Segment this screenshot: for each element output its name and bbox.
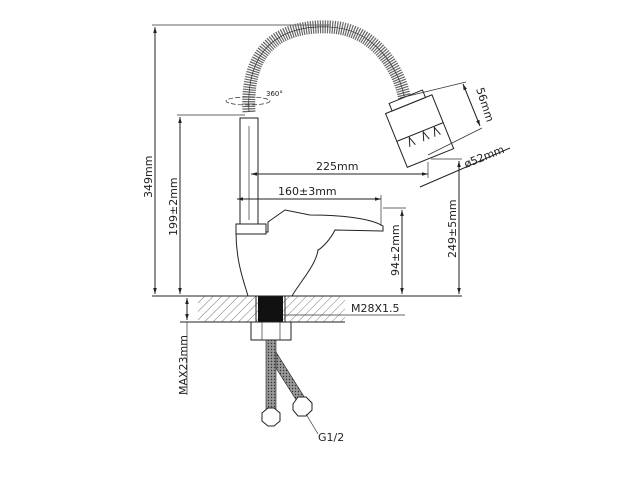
label-hose-connector: G1/2 <box>318 431 344 444</box>
label-lever-length: 160±3mm <box>278 185 337 198</box>
threaded-rod <box>258 296 283 322</box>
mounting-nut <box>250 321 292 341</box>
dimension-head-height: 249±5mm <box>431 158 462 294</box>
spout-base <box>235 223 267 235</box>
label-head-diameter: ø52mm <box>462 143 506 171</box>
spray-head <box>384 89 455 168</box>
label-spout-reach: 225mm <box>316 160 358 173</box>
flexible-hose <box>242 20 412 113</box>
dimension-countertop-max: MAX23mm <box>177 298 190 395</box>
supply-hose-left <box>265 339 277 411</box>
supply-hose-right <box>275 350 306 404</box>
label-lever-height: 94±2mm <box>389 224 402 276</box>
dimension-lever-height: 94±2mm <box>383 207 406 294</box>
label-rotation: 360° <box>266 90 283 98</box>
label-countertop-max: MAX23mm <box>177 335 190 395</box>
label-total-height: 349mm <box>142 156 155 198</box>
dimension-spout-reach: 225mm <box>251 160 429 178</box>
label-thread: M28X1.5 <box>351 302 400 315</box>
rotation-indicator <box>225 96 271 106</box>
faucet-body <box>235 209 384 297</box>
label-spout-height: 199±2mm <box>167 177 180 236</box>
hose-nut-left <box>261 407 281 427</box>
dimension-lever-length: 160±3mm <box>237 185 382 226</box>
hose-nut-right <box>292 396 313 417</box>
label-head-height: 249±5mm <box>446 199 459 258</box>
dimension-spout-height: 199±2mm <box>167 114 245 294</box>
